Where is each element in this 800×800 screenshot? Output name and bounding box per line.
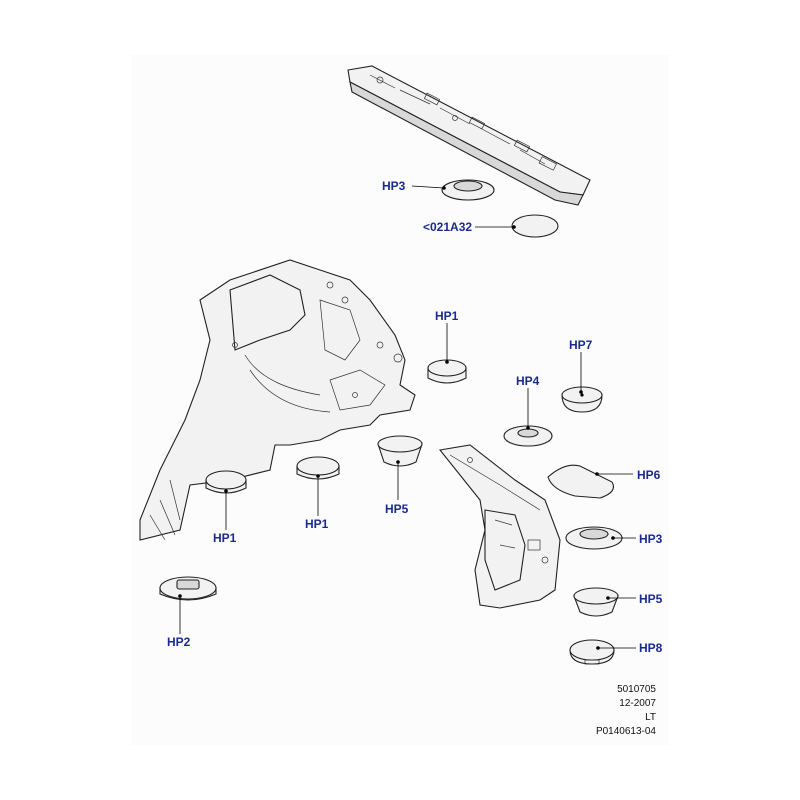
grommet-hp1-mid xyxy=(427,359,467,384)
callout-hp1-left: HP1 xyxy=(213,531,237,545)
body-side-panel-left xyxy=(139,259,416,541)
plug-hp5-right xyxy=(573,587,619,617)
cap-hp7 xyxy=(561,386,603,413)
cover-hp2 xyxy=(159,576,217,601)
callout-hp5-center: HP5 xyxy=(385,502,409,516)
cross-member-panel xyxy=(347,65,591,206)
callout-hp5-right: HP5 xyxy=(639,592,663,606)
footer-date: 12-2007 xyxy=(619,698,656,709)
grommet-hp3-top xyxy=(441,179,495,201)
callout-hp7: HP7 xyxy=(569,338,593,352)
callout-hp8: HP8 xyxy=(639,641,663,655)
wheelhouse-panel-right xyxy=(438,444,561,609)
grommet-hp1-center xyxy=(296,456,340,480)
callout-021a32: <021A32 xyxy=(423,220,473,234)
footer-code: LT xyxy=(645,712,656,723)
callout-hp1-mid: HP1 xyxy=(435,309,459,323)
callout-hp2: HP2 xyxy=(167,635,191,649)
footer-doc-number: 5010705 xyxy=(617,684,656,695)
callout-hp1-center: HP1 xyxy=(305,517,329,531)
footer-illustration-id: P0140613-04 xyxy=(595,726,656,737)
pad-021a32 xyxy=(511,214,559,238)
leader-lines xyxy=(178,185,636,650)
callout-hp3-top: HP3 xyxy=(382,179,406,193)
grommet-hp1-left xyxy=(205,470,247,494)
plug-hp5-center xyxy=(377,435,423,467)
callout-hp3-right: HP3 xyxy=(639,532,663,546)
cap-hp8 xyxy=(569,639,615,665)
callout-hp4: HP4 xyxy=(516,374,540,388)
grommet-hp4 xyxy=(503,425,553,447)
patch-hp6 xyxy=(547,464,615,499)
callout-hp6: HP6 xyxy=(637,468,661,482)
